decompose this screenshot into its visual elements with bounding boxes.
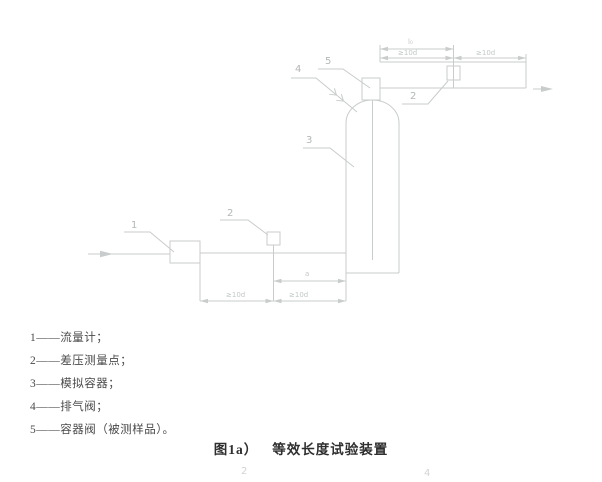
dim-text-a: a xyxy=(305,270,310,278)
dim-arrow-icon xyxy=(380,46,388,52)
dim-text-10d-bottom-left: ≥10d xyxy=(226,291,246,299)
dp-bottom-leader-line xyxy=(220,219,269,236)
dim-arrow-icon xyxy=(338,278,346,284)
container-valve-leader-line xyxy=(318,68,371,89)
dim-arrow-icon xyxy=(200,298,208,304)
dim-arrow-icon xyxy=(380,55,388,61)
label-vent-valve: 4 xyxy=(295,64,302,75)
dim-arrow-icon xyxy=(518,55,526,61)
flow-meter-box xyxy=(169,240,201,264)
outlet-flow-arrow-icon xyxy=(541,86,553,92)
dim-text-10d-top-right: ≥10d xyxy=(476,49,496,57)
flow-meter-leader-line xyxy=(124,231,175,253)
legend-item-dp-point: 2——差压测量点； xyxy=(30,355,133,367)
vent-valve-arrow-icon xyxy=(329,88,338,96)
legend-list: 1——流量计； 2——差压测量点； 3——模拟容器； 4——排气阀； 5——容器… xyxy=(30,327,175,442)
legend-item-vent-valve: 4——排气阀； xyxy=(30,401,109,413)
dim-arrow-icon xyxy=(453,55,462,61)
dim-arrow-icon xyxy=(273,278,282,284)
figure-caption-number: 图1a） xyxy=(213,442,259,457)
dim-arrow-icon xyxy=(338,298,346,304)
vent-valve-arrow-icon xyxy=(336,94,345,102)
inlet-flow-arrow-icon xyxy=(100,250,113,258)
label-flow-meter: 1 xyxy=(131,220,138,231)
label-dp-point-top: 2 xyxy=(410,91,417,102)
figure-caption-title: 等效长度试验装置 xyxy=(272,442,389,457)
page-number-left: 2 xyxy=(241,466,248,477)
vessel-leader-line xyxy=(303,147,355,168)
label-vessel: 3 xyxy=(306,135,313,146)
page-number-right: 4 xyxy=(424,468,431,479)
dim-arrow-icon xyxy=(445,46,454,52)
vent-valve-leader-line xyxy=(291,77,358,113)
dim-arrow-icon xyxy=(445,55,454,61)
legend-item-vessel: 3——模拟容器； xyxy=(30,378,121,390)
legend-item-flow-meter: 1——流量计； xyxy=(30,332,109,344)
container-valve-box xyxy=(361,77,381,101)
legend-item-container-valve: 5——容器阀（被测样品）。 xyxy=(30,424,175,436)
dim-text-10d-top-left: ≥10d xyxy=(398,49,418,57)
dim-arrow-icon xyxy=(265,298,274,304)
dim-text-10d-bottom-right: ≥10d xyxy=(289,291,309,299)
label-container-valve: 5 xyxy=(325,56,332,67)
dp-top-leader-line xyxy=(402,80,449,105)
dp-measure-point-bottom-box xyxy=(266,231,281,246)
dim-text-l0: l₀ xyxy=(408,38,413,46)
label-dp-point-bottom: 2 xyxy=(227,208,234,219)
dim-arrow-icon xyxy=(273,298,282,304)
figure-caption: 图1a） 等效长度试验装置 xyxy=(0,438,602,458)
